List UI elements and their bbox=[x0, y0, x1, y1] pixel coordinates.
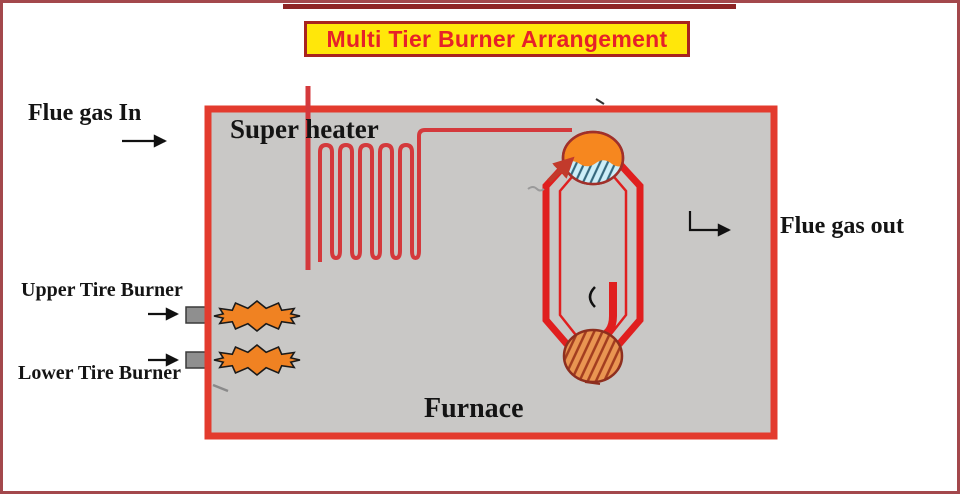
top-border-tick bbox=[595, 98, 605, 105]
dash-mark bbox=[212, 383, 229, 393]
drum-inlet-arrow bbox=[547, 156, 575, 183]
upper-burner-label: Upper Tire Burner bbox=[21, 279, 183, 301]
flue-gas-out-arrow bbox=[688, 211, 731, 237]
squiggle-mark bbox=[527, 186, 545, 192]
super-heater-label: Super heater bbox=[230, 114, 379, 144]
lower-burner-flame bbox=[213, 343, 301, 377]
top-decorative-line bbox=[283, 4, 736, 9]
furnace-body bbox=[204, 105, 778, 440]
upper-burner-flame bbox=[213, 299, 301, 333]
mud-drum bbox=[562, 328, 624, 385]
parenthesis-mark bbox=[588, 286, 596, 308]
flue-gas-out-label: Flue gas out bbox=[780, 213, 905, 239]
title-text: Multi Tier Burner Arrangement bbox=[326, 25, 668, 52]
title-banner: Multi Tier Burner Arrangement bbox=[304, 21, 690, 57]
furnace-label: Furnace bbox=[424, 393, 524, 424]
flue-gas-in-label: Flue gas In bbox=[28, 100, 142, 126]
superheater-coil bbox=[318, 128, 572, 262]
lower-burner-label: Lower Tire Burner bbox=[18, 362, 181, 384]
